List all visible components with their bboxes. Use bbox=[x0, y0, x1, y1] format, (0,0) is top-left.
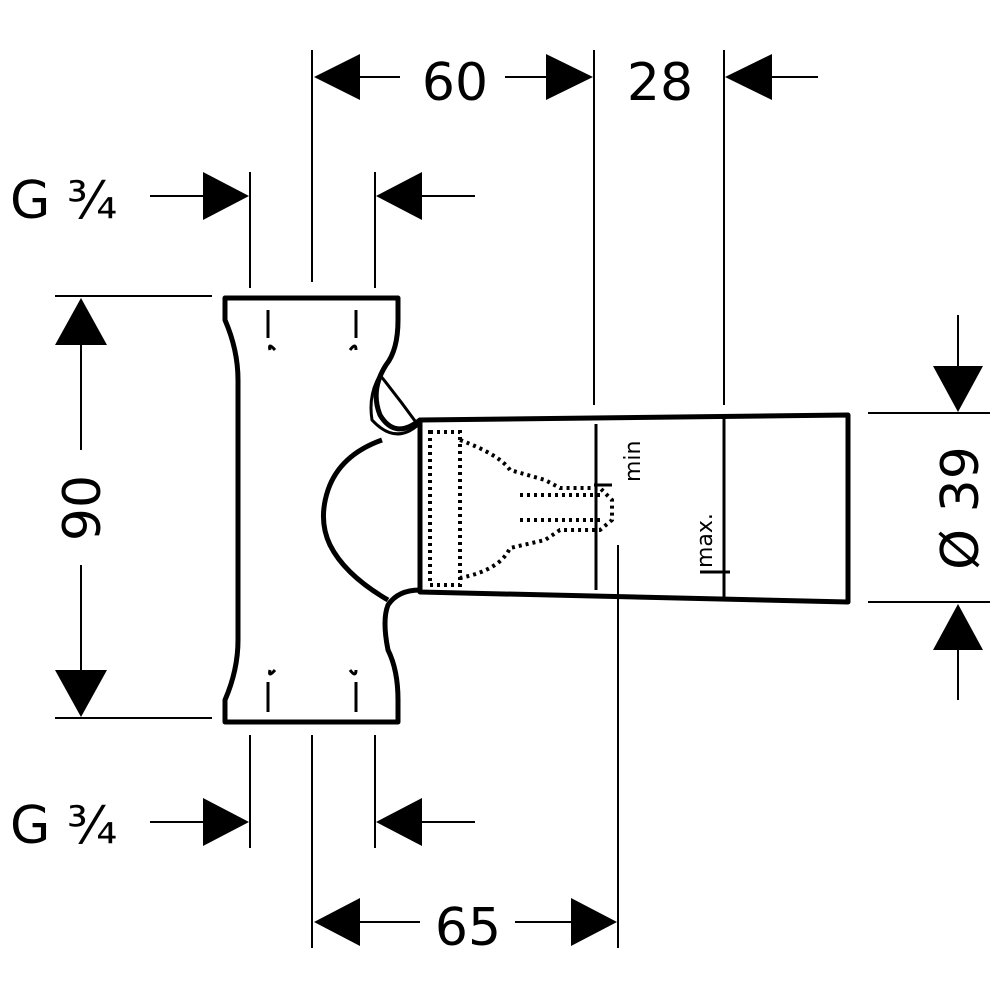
max-label: max. bbox=[693, 513, 718, 568]
arrow-right-icon bbox=[203, 798, 249, 846]
dimension-28 bbox=[725, 54, 818, 100]
dimension-diameter-39 bbox=[933, 315, 983, 700]
arrow-left-icon bbox=[314, 898, 360, 946]
dim-90-text: 90 bbox=[53, 475, 113, 541]
thread-top-text: G ¾ bbox=[10, 171, 117, 231]
dim-60-text: 60 bbox=[422, 53, 488, 113]
dim-28-text: 28 bbox=[627, 53, 693, 113]
arrow-right-icon bbox=[546, 54, 593, 100]
thread-bottom-dimension bbox=[150, 798, 475, 846]
arrow-left-icon bbox=[376, 172, 422, 220]
thread-bottom-text: G ¾ bbox=[10, 796, 117, 856]
cartridge bbox=[417, 412, 851, 605]
valve-body bbox=[222, 295, 423, 725]
arrow-right-icon bbox=[571, 898, 617, 946]
arrow-right-icon bbox=[203, 172, 249, 220]
arrow-up-icon bbox=[55, 298, 107, 345]
arrow-up-icon bbox=[933, 604, 983, 650]
dim-65-text: 65 bbox=[435, 898, 501, 958]
dimension-65 bbox=[314, 898, 617, 946]
min-label: min bbox=[621, 441, 646, 483]
arrow-left-icon bbox=[725, 54, 772, 100]
extension-lines bbox=[55, 50, 990, 948]
arrow-down-icon bbox=[933, 366, 983, 412]
thread-top-dimension bbox=[150, 172, 475, 220]
dimension-90 bbox=[55, 298, 107, 717]
arrow-left-icon bbox=[314, 54, 360, 100]
arrow-left-icon bbox=[376, 798, 422, 846]
arrow-down-icon bbox=[55, 670, 107, 717]
dim-diameter-text: Ø 39 bbox=[931, 446, 991, 570]
dimension-60 bbox=[314, 54, 593, 100]
